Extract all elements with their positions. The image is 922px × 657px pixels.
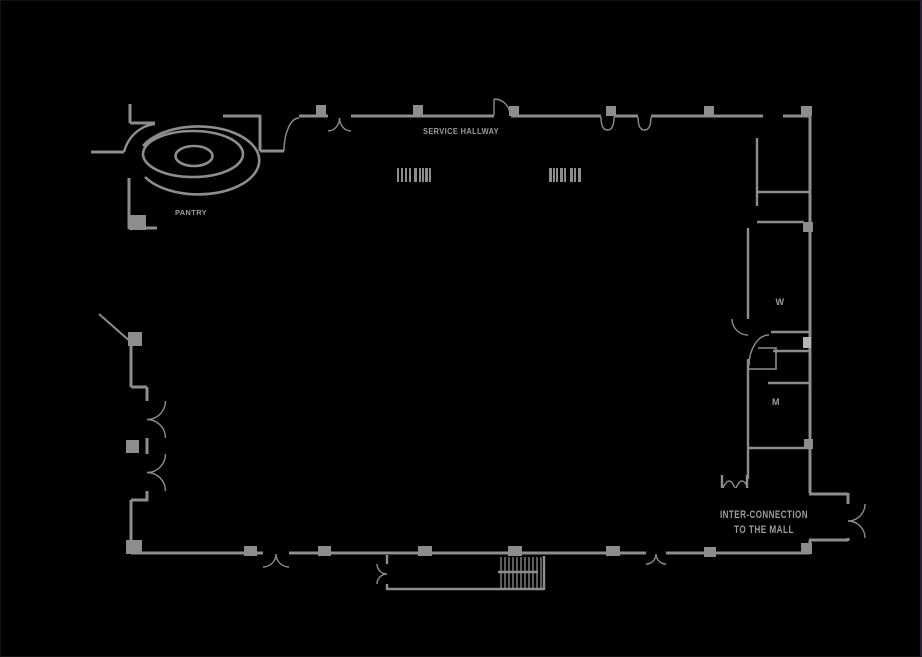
pantry-outer-arc — [142, 125, 261, 196]
column — [606, 106, 616, 116]
partition-track-left — [397, 168, 431, 182]
column — [413, 105, 423, 115]
wall-fixtures — [803, 337, 811, 348]
restroom-door-arc — [731, 318, 749, 336]
pantry-inner-ellipse — [174, 144, 214, 168]
diagonal-wall — [98, 313, 133, 344]
mall-corridor-door-arc — [722, 480, 749, 489]
top-door-arc-1 — [327, 117, 352, 132]
pantry-middle-ellipse — [141, 129, 245, 179]
door-arcs — [146, 98, 866, 585]
mall-exit-door-arc — [847, 503, 866, 539]
column — [418, 546, 432, 556]
top-door-arc-2 — [493, 98, 511, 116]
column — [704, 106, 714, 116]
top-door-arc-3 — [600, 116, 652, 131]
column — [318, 546, 331, 556]
left-wall — [129, 344, 149, 554]
mall-connection-label-line2: TO THE MALL — [734, 524, 794, 536]
column — [801, 106, 812, 116]
top-wall — [223, 114, 810, 153]
womens-room-label: W — [776, 297, 785, 307]
column — [128, 332, 142, 346]
bottom-door-arc-2 — [645, 553, 667, 565]
mens-room-label: M — [772, 397, 780, 407]
column — [804, 439, 813, 449]
service-hallway-label: SERVICE HALLWAY — [423, 127, 499, 136]
vestibule-door-arc — [748, 334, 770, 367]
column — [704, 547, 716, 557]
column — [801, 543, 812, 554]
column — [509, 106, 519, 116]
column — [244, 546, 257, 556]
vestibule-counter — [749, 347, 777, 370]
storage-room-walls — [755, 138, 810, 224]
interior-walls — [98, 138, 810, 591]
left-door-arc-1 — [146, 400, 167, 439]
pantry-corner-curve — [122, 122, 156, 153]
column — [508, 546, 522, 556]
stair-door-arc — [376, 563, 388, 585]
staircase — [498, 557, 542, 588]
column — [606, 546, 620, 556]
column — [126, 440, 139, 453]
column — [316, 105, 326, 115]
column — [803, 222, 813, 232]
pantry-counter — [122, 122, 261, 196]
duct-shaft — [803, 337, 811, 348]
columns — [126, 105, 813, 557]
left-door-arc-2 — [146, 453, 167, 492]
pantry-walls — [91, 104, 157, 230]
bottom-door-arc-1 — [262, 553, 290, 568]
mall-connection-label-line1: INTER-CONNECTION — [720, 509, 808, 521]
pantry-door-arc — [283, 117, 300, 152]
column — [126, 540, 142, 554]
pantry-label: PANTRY — [175, 208, 207, 217]
stair-room-walls — [385, 555, 546, 591]
mall-bumpout-wall — [809, 492, 850, 542]
restroom-partitions — [748, 330, 810, 450]
partition-track-right — [549, 168, 581, 182]
column — [129, 215, 146, 230]
